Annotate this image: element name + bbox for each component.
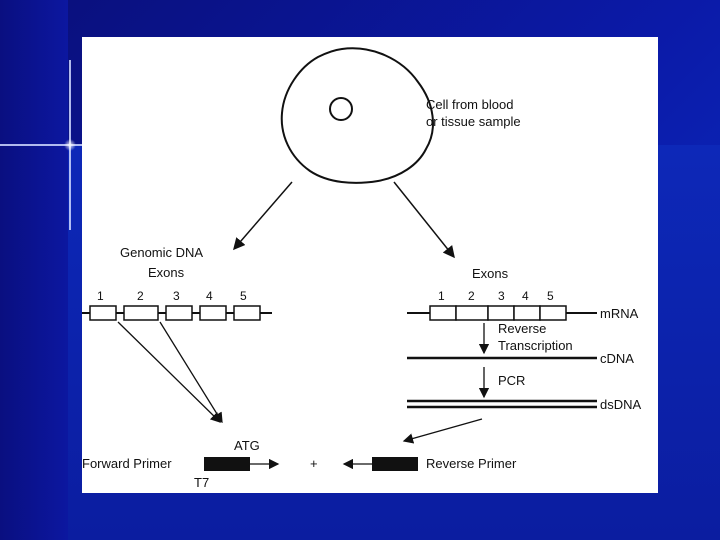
arrow-dsdna-to-reverse-primer [402, 418, 483, 444]
mrna-exon-number: 2 [468, 289, 475, 303]
background-left-strip [0, 0, 68, 540]
mrna-exon-number: 1 [438, 289, 445, 303]
plus-sign: + [310, 456, 318, 471]
diagram-panel: Cell from blood or tissue sample Genomic… [82, 37, 658, 493]
dsdna-label: dsDNA [600, 397, 642, 412]
reverse-primer-block [372, 457, 418, 471]
reverse-primer-label: Reverse Primer [426, 456, 517, 471]
genomic-exon-box [165, 305, 193, 321]
cell-outline [280, 47, 434, 184]
genomic-exon-number: 5 [240, 289, 247, 303]
mrna-exon-number: 3 [498, 289, 505, 303]
mrna-exon-box [455, 305, 489, 321]
arrow-cell-to-mrna [393, 181, 455, 259]
genomic-exon-number: 4 [206, 289, 213, 303]
reverse-transcription-line2: Transcription [498, 338, 573, 353]
genomic-exons-label: Exons [148, 265, 185, 280]
mrna-exon-number: 4 [522, 289, 529, 303]
mrna-label: mRNA [600, 306, 639, 321]
genomic-dna-title: Genomic DNA [120, 245, 203, 260]
genomic-exon-box [89, 305, 117, 321]
arrow-exon2-to-primer [159, 321, 223, 424]
reverse-transcription-line1: Reverse [498, 321, 546, 336]
genomic-exon-number: 3 [173, 289, 180, 303]
mrna-exons-label: Exons [472, 266, 509, 281]
atg-label: ATG [234, 438, 260, 453]
genomic-exon-box [123, 305, 159, 321]
cell-label-line1: Cell from blood [426, 97, 513, 112]
genomic-exon-box [199, 305, 227, 321]
genomic-exon-box [233, 305, 261, 321]
mrna-exon-box [487, 305, 515, 321]
sparkle-decoration [0, 60, 140, 230]
arrow-exon1-to-primer [117, 321, 221, 423]
forward-primer-block [204, 457, 250, 471]
diagram-canvas: Cell from blood or tissue sample Genomic… [82, 47, 642, 490]
genomic-exon-number: 2 [137, 289, 144, 303]
cdna-label: cDNA [600, 351, 634, 366]
pcr-label: PCR [498, 373, 525, 388]
t7-label: T7 [194, 475, 209, 490]
mrna-exon-box [539, 305, 567, 321]
mrna-exon-box [429, 305, 457, 321]
mrna-exon-box [513, 305, 541, 321]
arrow-cell-to-genomic [233, 181, 293, 251]
genomic-exon-number: 1 [97, 289, 104, 303]
forward-primer-label: Forward Primer [82, 456, 172, 471]
cell-label-line2: or tissue sample [426, 114, 521, 129]
mrna-exon-number: 5 [547, 289, 554, 303]
cell-nucleus [329, 97, 353, 121]
